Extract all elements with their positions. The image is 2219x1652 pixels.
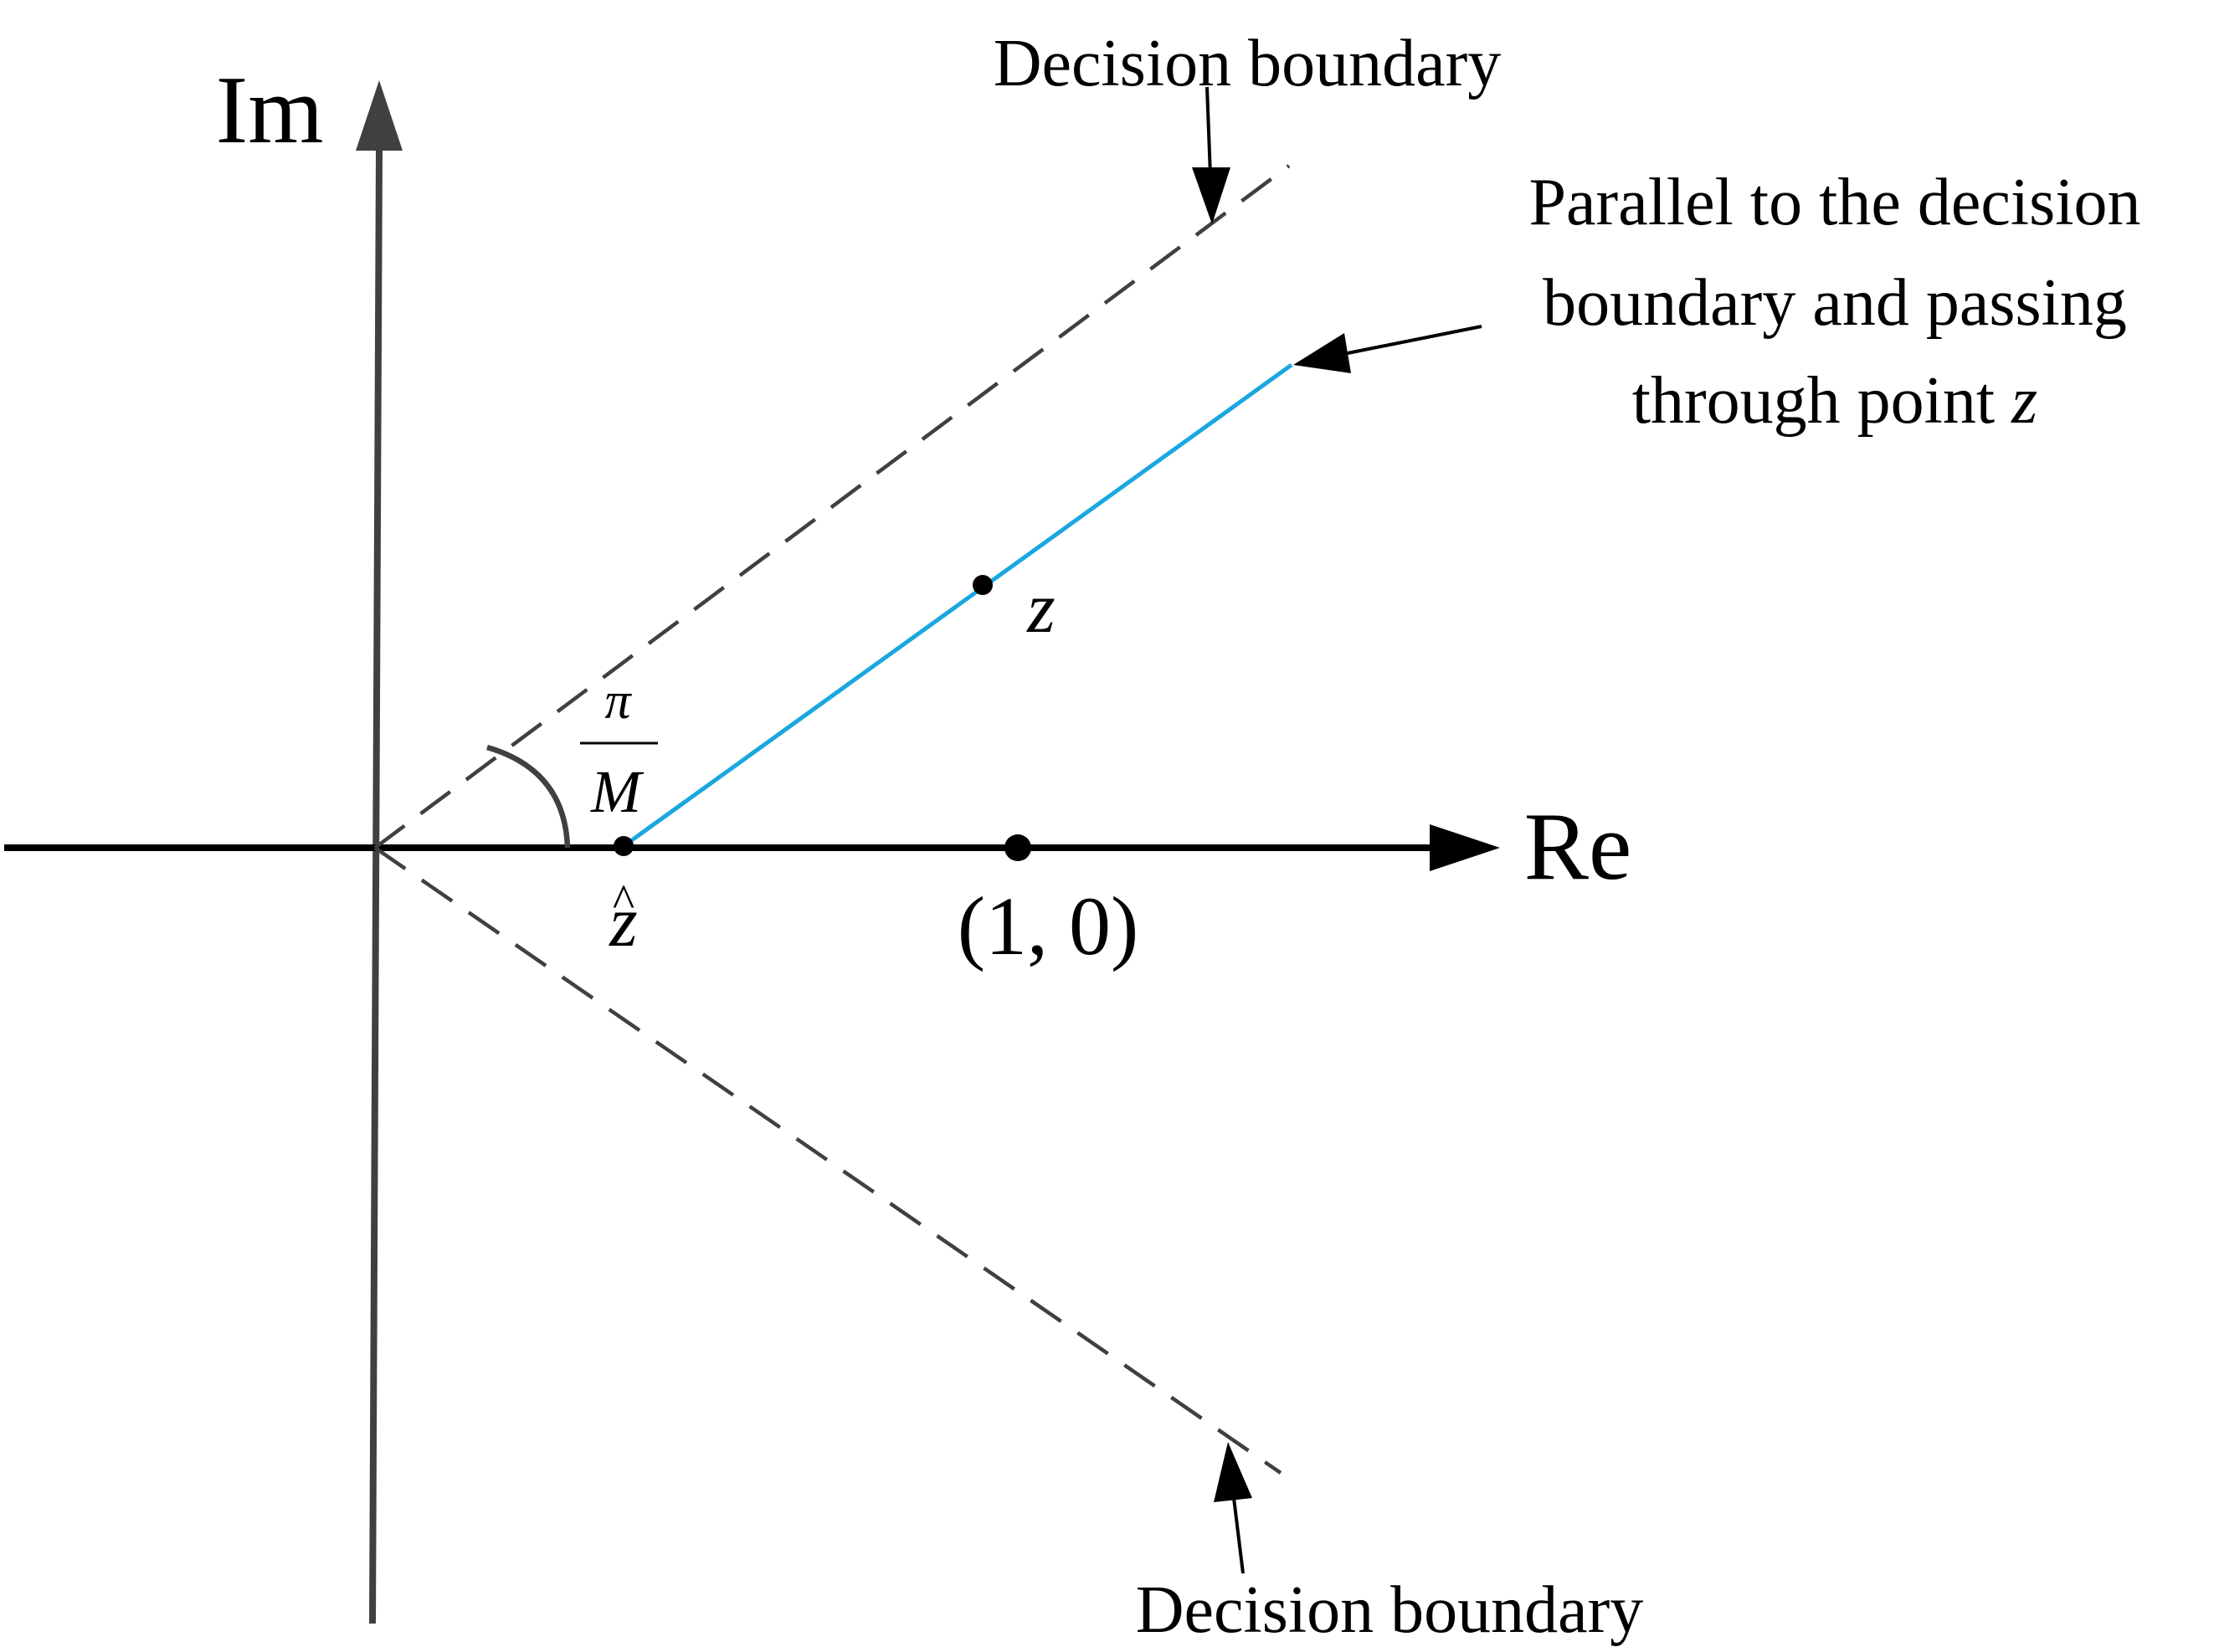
point-z-hat: [614, 836, 634, 856]
decision-boundary-top-label: Decision boundary: [994, 27, 1502, 100]
z-hat-accent: ^: [613, 875, 634, 927]
point-z: [973, 575, 993, 595]
parallel-annotation-line-3-var: z: [2011, 364, 2037, 438]
real-axis-arrowhead: [1430, 824, 1500, 871]
parallel-annotation-pointer: [1347, 325, 1482, 355]
z-hat-label: z: [609, 881, 637, 962]
decision-boundary-top-pointer: [1205, 86, 1212, 177]
parallel-annotation-line-3: through point z: [1632, 364, 2037, 438]
decision-boundary-bottom-label: Decision boundary: [1136, 1573, 1644, 1647]
parallel-annotation-line-2: boundary and passing: [1543, 266, 2127, 340]
point-one-zero: [1004, 834, 1031, 861]
decision-boundary-bottom-arrowhead: [1214, 1442, 1252, 1502]
imaginary-axis-label: Im: [216, 57, 324, 164]
angle-arc: [486, 744, 571, 849]
parallel-annotation-line-1: Parallel to the decision: [1529, 166, 2141, 239]
parallel-line: [622, 362, 1293, 849]
real-axis-label: Re: [1524, 793, 1632, 900]
upper-decision-boundary: [373, 164, 1291, 849]
angle-denominator: M: [590, 758, 645, 825]
angle-numerator: π: [604, 673, 632, 730]
decision-boundary-top-arrowhead: [1192, 167, 1230, 224]
lower-decision-boundary: [373, 846, 1282, 1475]
decision-boundary-bottom-pointer: [1232, 1497, 1245, 1574]
parallel-annotation-arrowhead: [1293, 333, 1351, 373]
parallel-annotation-line-3-text: through point: [1632, 364, 2011, 438]
z-label: z: [1026, 567, 1055, 648]
imaginary-axis-arrowhead: [356, 80, 403, 151]
imaginary-axis: [369, 150, 383, 1624]
one-zero-label: (1, 0): [958, 880, 1139, 972]
